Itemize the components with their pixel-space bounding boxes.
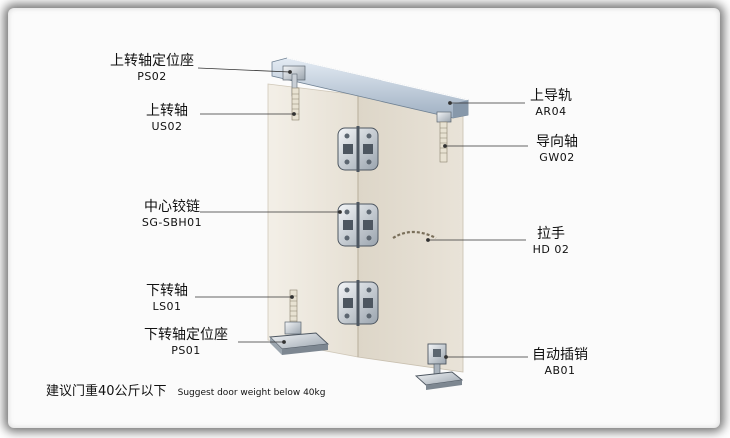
label-gw02: 导向轴 GW02 bbox=[525, 134, 589, 164]
bottom-pivot-base bbox=[268, 332, 330, 355]
top-rail bbox=[271, 57, 469, 119]
label-hd02: 拉手 HD 02 bbox=[523, 226, 579, 256]
guide-axle bbox=[436, 111, 452, 163]
label-gw02-code: GW02 bbox=[539, 151, 575, 164]
label-us02: 上转轴 US02 bbox=[132, 103, 202, 133]
label-ps01-code: PS01 bbox=[171, 344, 201, 357]
label-ar04-zh: 上导轨 bbox=[530, 88, 572, 104]
top-pivot-screw bbox=[291, 87, 300, 121]
label-sgsbh01-code: SG-SBH01 bbox=[141, 216, 203, 229]
label-ps02: 上转轴定位座 PS02 bbox=[104, 53, 200, 83]
label-sgsbh01-zh: 中心铰链 bbox=[144, 199, 200, 215]
label-sgsbh01: 中心铰链 SG-SBH01 bbox=[132, 199, 212, 229]
center-hinge-top bbox=[337, 126, 379, 172]
leader-lines bbox=[195, 67, 528, 359]
label-ar04-code: AR04 bbox=[535, 105, 567, 118]
label-hd02-zh: 拉手 bbox=[537, 226, 565, 242]
label-ls01-zh: 下转轴 bbox=[146, 283, 188, 299]
label-ls01-code: LS01 bbox=[152, 300, 182, 313]
top-pivot-bracket bbox=[282, 65, 306, 97]
label-ps02-zh: 上转轴定位座 bbox=[110, 53, 194, 69]
label-us02-code: US02 bbox=[151, 120, 183, 133]
label-ps01-zh: 下转轴定位座 bbox=[144, 327, 228, 343]
label-ab01-code: AB01 bbox=[544, 364, 576, 377]
weight-note: 建议门重40公斤以下 Suggest door weight below 40k… bbox=[46, 380, 325, 399]
label-ps01: 下转轴定位座 PS01 bbox=[136, 327, 236, 357]
label-gw02-zh: 导向轴 bbox=[536, 134, 578, 150]
label-ls01: 下转轴 LS01 bbox=[132, 283, 202, 313]
center-hinge-bottom bbox=[337, 280, 379, 326]
weight-note-en: Suggest door weight below 40kg bbox=[177, 388, 326, 398]
label-ab01: 自动插销 AB01 bbox=[522, 347, 598, 377]
auto-latch bbox=[414, 343, 464, 390]
center-hinge-middle bbox=[337, 202, 379, 248]
label-us02-zh: 上转轴 bbox=[146, 103, 188, 119]
label-hd02-code: HD 02 bbox=[532, 243, 570, 256]
label-ar04: 上导轨 AR04 bbox=[519, 88, 583, 118]
label-ps02-code: PS02 bbox=[137, 70, 167, 83]
weight-note-zh: 建议门重40公斤以下 bbox=[46, 384, 167, 399]
label-ab01-zh: 自动插销 bbox=[532, 347, 588, 363]
door-handle bbox=[392, 230, 437, 239]
